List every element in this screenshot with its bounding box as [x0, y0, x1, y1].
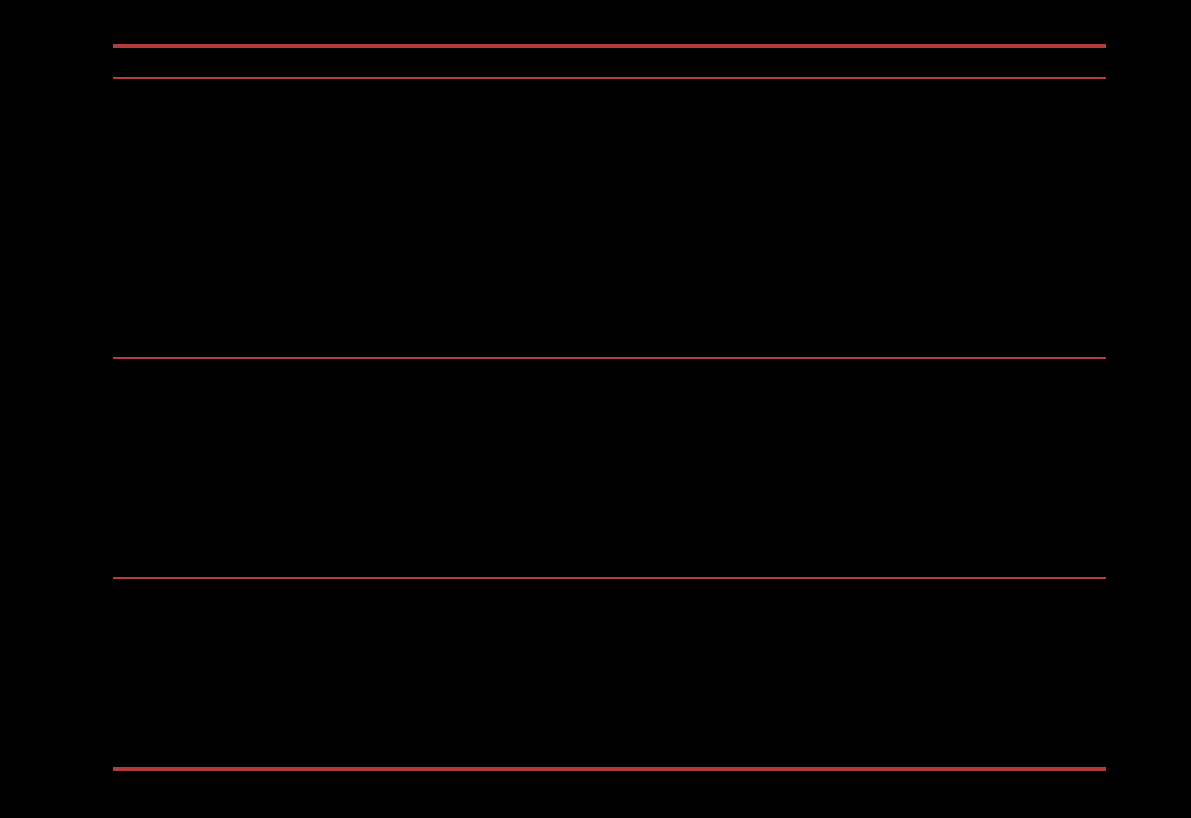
table-mid-rule-1: [113, 357, 1106, 359]
table-top-rule: [113, 44, 1106, 48]
table-mid-rule-2: [113, 577, 1106, 579]
table-bottom-rule: [113, 767, 1106, 771]
table-header-rule: [113, 77, 1106, 79]
